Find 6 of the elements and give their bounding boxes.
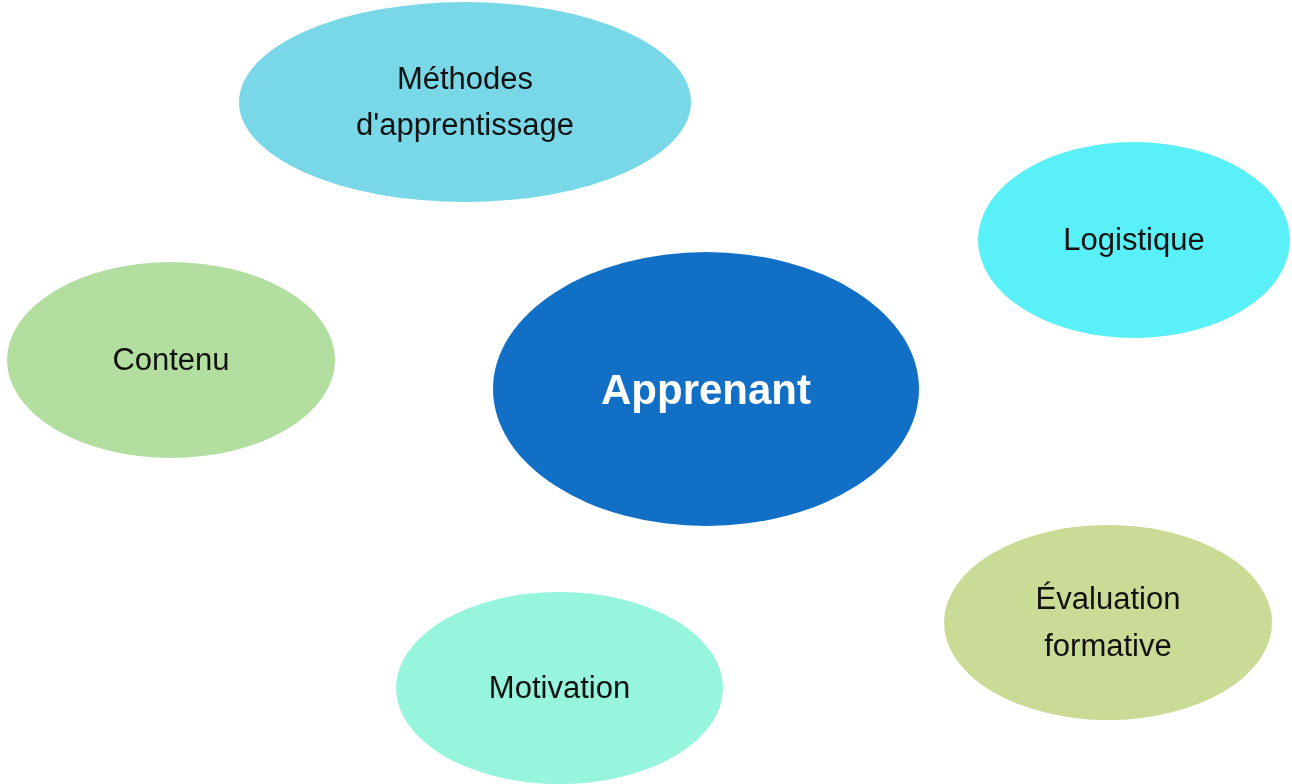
topic-label: Méthodes d'apprentissage: [355, 59, 575, 144]
topic-label: Contenu: [112, 340, 230, 379]
topic-label: Évaluation formative: [1034, 580, 1182, 665]
topic-label: Logistique: [1063, 220, 1205, 259]
central-topic-label: Apprenant: [601, 364, 811, 415]
topic-label: Motivation: [488, 668, 631, 707]
